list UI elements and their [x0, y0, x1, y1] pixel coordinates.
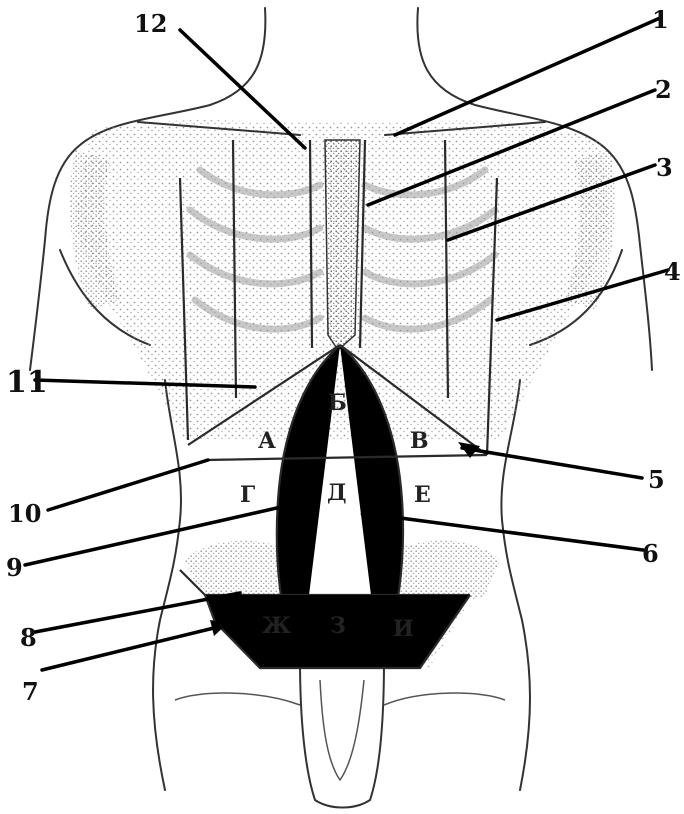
region-z: З [330, 613, 346, 639]
callout-10: 10 [8, 499, 41, 528]
callout-6: 6 [642, 539, 659, 568]
callout-9: 9 [6, 553, 23, 582]
region-d: Д [327, 480, 347, 506]
region-zh: Ж [262, 613, 291, 639]
callout-4: 4 [664, 257, 681, 286]
callout-5: 5 [648, 465, 665, 494]
region-v: В [410, 428, 429, 454]
region-b: Б [328, 390, 347, 416]
region-e: Е [414, 482, 431, 508]
callout-12: 12 [134, 9, 167, 38]
callout-1: 1 [652, 5, 669, 34]
callout-11: 11 [6, 365, 48, 400]
region-a: А [258, 428, 276, 454]
region-i: И [393, 616, 414, 642]
callout-2: 2 [655, 75, 672, 104]
callout-8: 8 [20, 623, 37, 652]
callout-3: 3 [656, 153, 673, 182]
callout-7: 7 [22, 677, 39, 706]
region-g: Г [240, 482, 255, 508]
